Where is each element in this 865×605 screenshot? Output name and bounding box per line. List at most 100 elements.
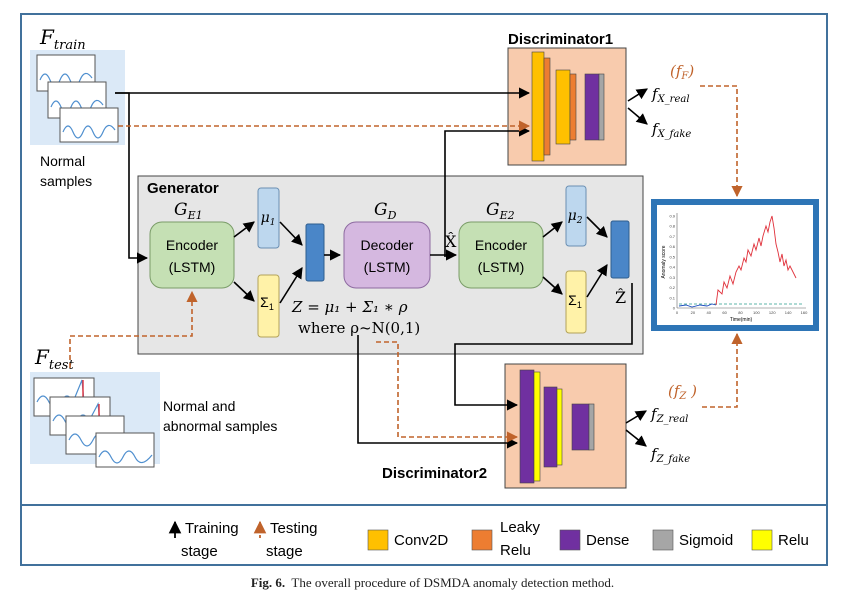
fZ-label: (fZ ) (668, 382, 697, 402)
fx-real-label: fX_real (651, 85, 690, 105)
normal-samples-line1: Normal (40, 153, 85, 169)
sigma1-block (257, 274, 280, 338)
caption-prefix: Fig. 6. (250, 575, 286, 590)
legend-label: Sigmoid (679, 532, 733, 549)
encoder1-sublabel: (LSTM) (169, 259, 216, 275)
legend-item: Sigmoid (652, 529, 733, 551)
legend-label-line2: Relu (500, 542, 531, 559)
inset-xticks: 0 20 40 60 80 100 120 140 160 (676, 310, 808, 315)
sigma2-label: Σ1 (568, 292, 582, 310)
encoder1-block (149, 221, 235, 289)
inset-xtick-label: 60 (722, 310, 727, 315)
decoder-block (343, 221, 431, 289)
inset-xtick-label: 160 (801, 310, 808, 315)
inset-ytick-label: 0 (673, 306, 676, 311)
normal-samples-line2: samples (40, 173, 92, 189)
inset-plot-bg (657, 205, 813, 325)
legend-item: Conv2D (367, 529, 448, 551)
legend-item: Training stage (168, 520, 239, 560)
training-arrows (115, 87, 648, 449)
legend-label-line1: Testing (270, 520, 318, 537)
legend-swatch (751, 529, 773, 551)
where-formula: where ρ~N(0,1) (298, 319, 420, 337)
legend-item: Relu (751, 529, 809, 551)
inset-xtick-label: 0 (676, 310, 679, 315)
encoder2-label: Encoder (475, 237, 527, 253)
sigma1-label: Σ1 (260, 294, 274, 312)
legend-label-line2: stage (181, 543, 218, 560)
legend-swatch (471, 529, 493, 551)
mu2-label: μ2 (568, 208, 583, 226)
legend-swatch (652, 529, 674, 551)
inset-xtick-label: 120 (769, 310, 776, 315)
figure-caption: Fig. 6. The overall procedure of DSMDA a… (0, 575, 865, 591)
gd-label: GD (374, 200, 397, 222)
inset-yticks: 00.10.20.30.40.50.60.70.80.9 (669, 214, 675, 311)
legend-swatch (559, 529, 581, 551)
inset-ytick-label: 0.1 (669, 295, 675, 300)
discriminator2-layers (519, 369, 595, 484)
fF-label: (fF) (670, 62, 694, 82)
sigma2-block (565, 270, 587, 334)
encoder1-label: Encoder (166, 237, 218, 253)
inset-xtick-label: 80 (738, 310, 743, 315)
caption-text: The overall procedure of DSMDA anomaly d… (291, 575, 615, 590)
inset-ytick-label: 0.4 (669, 265, 675, 270)
legend-item: Dense (559, 529, 629, 551)
legend-frame (20, 504, 828, 566)
inset-ytick-label: 0.5 (669, 254, 675, 259)
discriminator1-layers (531, 51, 605, 162)
discriminator1-title: Discriminator1 (508, 31, 613, 48)
legend-label-line1: Training (185, 520, 239, 537)
fz-fake-label: fZ_fake (650, 445, 690, 465)
mu1-block (257, 187, 280, 249)
inset-normal-series (678, 303, 717, 308)
ge2-label: GE2 (486, 200, 515, 222)
decoder-sublabel: (LSTM) (364, 259, 411, 275)
inset-ytick-label: 0.7 (669, 234, 675, 239)
legend: Training stage Testing stage Conv2D LeakyRelu… (168, 519, 809, 560)
fz-real-label: fZ_real (650, 405, 688, 425)
encoder2-block (458, 221, 544, 289)
inset-xtick-label: 140 (785, 310, 792, 315)
f-test-label: Ftest (34, 345, 74, 373)
legend-label: Relu (778, 532, 809, 549)
mu1-label: μ1 (261, 210, 276, 228)
decoder-label: Decoder (361, 237, 414, 253)
discriminator2-title: Discriminator2 (382, 465, 487, 482)
legend-swatch (367, 529, 389, 551)
normal-abnormal-line1: Normal and (163, 398, 235, 414)
latent-z-block (305, 223, 325, 282)
inset-xtick-label: 100 (753, 310, 760, 315)
f-train-label: Ftrain (39, 25, 86, 53)
legend-item: Testing stage (253, 520, 318, 560)
inset-xtick-label: 20 (691, 310, 696, 315)
zhat-block (610, 220, 630, 279)
testing-arrows (69, 85, 743, 443)
ge1-label: GE1 (174, 200, 203, 222)
normal-abnormal-line2: abnormal samples (163, 418, 277, 434)
inset-ytick-label: 0.6 (669, 244, 675, 249)
inset-xlabel: Time(min) (730, 317, 753, 323)
z-formula: Z = μ₁ + Σ₁ ∗ ρ (291, 298, 408, 316)
train-samples-stack (30, 50, 125, 145)
generator-title: Generator (147, 180, 219, 197)
inset-xtick-label: 40 (707, 310, 712, 315)
legend-label-line2: stage (266, 543, 303, 560)
test-samples-stack (30, 372, 160, 468)
inset-ytick-label: 0.9 (669, 214, 675, 219)
inset-ytick-label: 0.3 (669, 275, 675, 280)
fx-fake-label: fX_fake (651, 120, 691, 140)
legend-label: Dense (586, 532, 629, 549)
xhat-label: X̂ (445, 232, 457, 251)
encoder2-sublabel: (LSTM) (478, 259, 525, 275)
legend-label: Conv2D (394, 532, 448, 549)
zhat-label: Ẑ (615, 287, 626, 307)
mu2-block (565, 185, 587, 247)
inset-anomaly-series (715, 215, 797, 306)
legend-label-line1: Leaky (500, 519, 541, 536)
inset-ytick-label: 0.2 (669, 285, 675, 290)
